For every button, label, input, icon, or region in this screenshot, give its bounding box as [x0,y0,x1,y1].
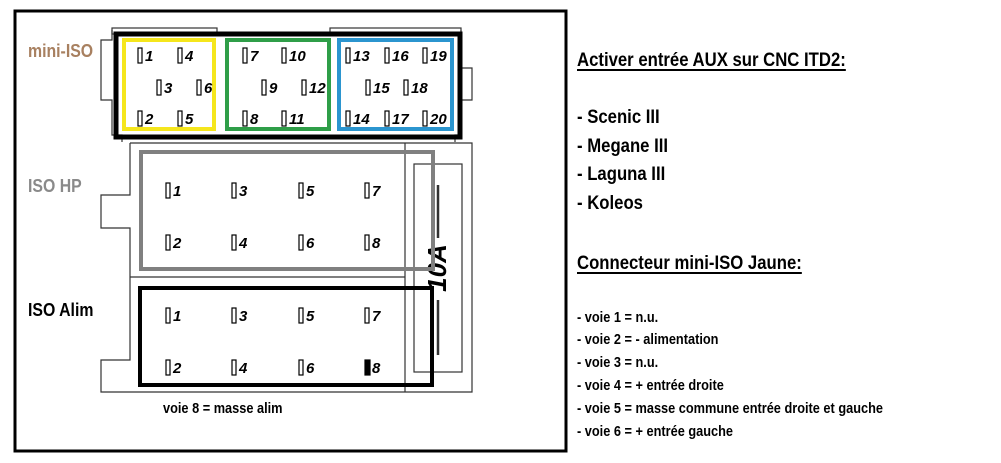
heading-activer-aux: Activer entrée AUX sur CNC ITD2: [577,50,846,71]
pin-slot [422,110,428,127]
pin-slot [364,359,371,376]
voie-item: - voie 1 = n.u. [577,310,659,326]
pin-slot [242,110,248,127]
pin-number: 1 [173,183,181,200]
pin-slot [365,79,371,96]
pin-slot [137,47,143,64]
pin-number: 15 [373,80,390,97]
pin-slot [242,47,248,64]
voie-item: - voie 3 = n.u. [577,355,659,371]
pin-number: 11 [289,111,305,128]
pin-slot [165,359,171,376]
pin-slot [281,110,287,127]
pin-number: 3 [164,80,173,97]
pin-number: 2 [172,360,182,377]
pin-number: 2 [172,235,182,252]
model-item: - Laguna III [577,164,666,185]
pin-number: 5 [306,183,315,200]
pin-slot [231,307,237,324]
pin-slot [298,359,304,376]
pin-slot [301,79,307,96]
pin-number: 10 [289,48,306,65]
voie-item: - voie 4 = + entrée droite [577,378,724,394]
pin-number: 3 [239,183,248,200]
pin-number: 18 [411,80,428,97]
pin-number: 9 [269,80,278,97]
pin-slot [403,79,409,96]
pin-number: 7 [372,308,381,325]
heading-mini-iso-jaune: Connecteur mini-ISO Jaune: [577,253,802,274]
pin-number: 1 [145,48,153,65]
pin-slot [156,79,162,96]
pin-slot [364,307,370,324]
pin-number: 19 [430,48,447,65]
pin-number: 14 [353,111,370,128]
pin-number: 7 [372,183,381,200]
pin-slot [231,359,237,376]
voie-item: - voie 2 = - alimentation [577,332,719,348]
outer-frame [13,9,568,453]
pin-number: 6 [204,80,213,97]
pin-number: 5 [185,111,194,128]
pin-number: 8 [250,111,259,128]
pin-number: 5 [306,308,315,325]
pin-slot [231,234,237,251]
pin-slot [261,79,267,96]
pin-slot [165,182,171,199]
pin-number: 3 [239,308,248,325]
pin-slot [345,47,351,64]
pin-number: 1 [173,308,181,325]
mini-iso-frame [113,31,463,140]
pin-slot [177,110,183,127]
blue-group-frame [337,38,454,131]
pin-slot [196,79,202,96]
pin-slot [345,110,351,127]
pin-slot [364,182,370,199]
pin-slot [298,234,304,251]
pin-number: 7 [250,48,259,65]
pin-number: 17 [392,111,409,128]
iso-alim-label: ISO Alim [28,300,94,320]
pin-number: 6 [306,360,315,377]
pin-number: 13 [353,48,370,65]
pin-slot [298,307,304,324]
iso-hp-frame [139,150,435,271]
pin-number: 2 [144,111,154,128]
pin-slot [298,182,304,199]
pin-number: 4 [238,360,248,377]
pin-number: 16 [392,48,409,65]
pin-slot [165,234,171,251]
pin-number: 4 [184,48,194,65]
model-item: - Megane III [577,136,669,157]
iso-hp-label: ISO HP [28,176,82,196]
pin-slot [384,47,390,64]
voie-item: - voie 5 = masse commune entrée droite e… [577,401,884,417]
model-item: - Koleos [577,193,643,214]
pin-number: 8 [372,360,381,377]
pin-number: 20 [429,111,447,128]
pin-slot [422,47,428,64]
pin-number: 4 [238,235,248,252]
model-item: - Scenic III [577,107,660,128]
pin-number: 6 [306,235,315,252]
mini-iso-label: mini-ISO [28,41,94,61]
pin-slot [165,307,171,324]
pin-slot [364,234,370,251]
pin-slot [231,182,237,199]
iso-alim-frame [138,286,434,387]
pin-slot [177,47,183,64]
pin-number: 12 [309,80,326,97]
yellow-group-frame [122,38,216,131]
voie-item: - voie 6 = + entrée gauche [577,424,734,440]
pin-slot [281,47,287,64]
pin-slot [384,110,390,127]
pin-slot [137,110,143,127]
green-group-frame [225,38,331,131]
voie8-note: voie 8 = masse alim [163,401,283,417]
pin-number: 8 [372,235,381,252]
pins: 1234567891011121314151617181920123456781… [137,47,447,377]
